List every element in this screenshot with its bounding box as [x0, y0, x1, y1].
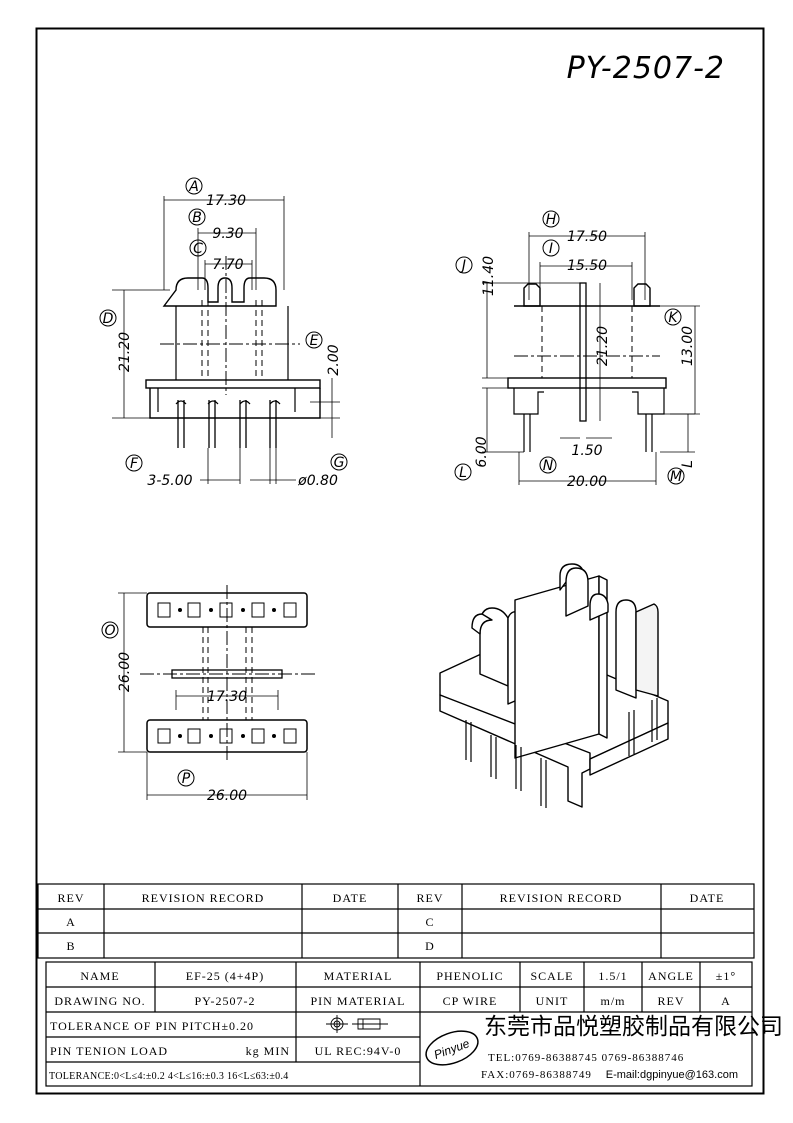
title-block — [45, 961, 753, 1087]
general-tolerance: TOLERANCE:0<L≤4:±0.2 4<L≤16:±0.3 16<L≤63… — [49, 1071, 289, 1082]
dim-1-50: 1.50 — [571, 443, 602, 459]
dim-7-70: 7.70 — [212, 257, 243, 273]
rev-d: D — [425, 939, 435, 953]
front-view-labels: A 17.30 B 9.30 C 7.70 D 21.20 E 2.00 F 3… — [99, 177, 348, 489]
label-H: H — [546, 212, 557, 228]
angle-label: ANGLE — [648, 969, 694, 983]
rev-header: REV — [58, 891, 85, 905]
dim-9-30: 9.30 — [212, 226, 243, 242]
dim-15-50: 15.50 — [567, 258, 607, 274]
label-D: D — [103, 311, 114, 327]
company-name: 东莞市品悦塑胶制品有限公司 — [484, 1014, 783, 1040]
label-G: G — [334, 455, 345, 471]
dim-17-30: 17.30 — [206, 193, 246, 209]
label-C: C — [193, 241, 203, 257]
sheet-border — [35, 27, 765, 1095]
label-B: B — [192, 210, 202, 226]
rev-a: A — [66, 915, 76, 929]
name-label: NAME — [80, 969, 119, 983]
revision-record-header: REVISION RECORD — [142, 891, 265, 905]
dim-3-5-00: 3-5.00 — [147, 473, 192, 489]
label-K: K — [668, 310, 679, 326]
dim-11-40: 11.40 — [481, 256, 497, 296]
dim-21-20: 21.20 — [117, 332, 133, 372]
drawing-title: PY-2507-2 — [567, 51, 725, 86]
dim-6-00: 6.00 — [474, 436, 490, 467]
label-M: M — [670, 469, 682, 485]
dim-17-30-bottom: 17.30 — [207, 689, 247, 705]
company-logo: Pinyue — [425, 1030, 479, 1066]
label-N: N — [543, 458, 554, 474]
company-fax: FAX:0769-86388749 — [481, 1069, 592, 1081]
scale-label: SCALE — [530, 969, 573, 983]
pin-material-label: PIN MATERIAL — [311, 994, 406, 1008]
date-header: DATE — [333, 891, 368, 905]
dim-20-00: 20.00 — [567, 474, 607, 490]
isometric-view — [439, 563, 669, 808]
drawing-no-value: PY-2507-2 — [194, 994, 255, 1008]
dim-21-20-side: 21.20 — [595, 326, 611, 366]
bottom-view — [118, 585, 315, 800]
label-O: O — [104, 623, 115, 639]
label-J: J — [459, 258, 466, 274]
dim-pin-dia: ø0.80 — [297, 473, 338, 489]
unit-value: m/m — [600, 994, 625, 1008]
rev-header-2: REV — [417, 891, 444, 905]
drawing-no-label: DRAWING NO. — [54, 994, 145, 1008]
side-view — [482, 232, 700, 485]
name-value: EF-25 (4+4P) — [186, 969, 264, 983]
dim-13-00: 13.00 — [680, 326, 696, 366]
label-F: F — [130, 456, 139, 472]
pin-tension-value: kg MIN — [246, 1044, 290, 1058]
dim-17-50: 17.50 — [567, 229, 607, 245]
pin-tension-label: PIN TENION LOAD — [50, 1044, 168, 1058]
dim-26-00-vert: 26.00 — [117, 652, 133, 692]
company-tel: TEL:0769-86388745 0769-86388746 — [488, 1052, 684, 1064]
label-L: L — [459, 465, 467, 481]
rev-c: C — [425, 915, 434, 929]
revision-table — [37, 883, 755, 959]
material-label: MATERIAL — [324, 969, 393, 983]
rev-label: REV — [658, 994, 685, 1008]
dim-L: L — [680, 460, 696, 468]
dim-26-00-horiz: 26.00 — [207, 788, 247, 804]
revision-table-text: REV REVISION RECORD DATE REV REVISION RE… — [58, 891, 725, 953]
unit-label: UNIT — [536, 994, 569, 1008]
material-value: PHENOLIC — [436, 969, 503, 983]
title-block-text: NAME EF-25 (4+4P) MATERIAL PHENOLIC SCAL… — [49, 969, 783, 1082]
tolerance-pin-pitch: TOLERANCE OF PIN PITCH±0.20 — [50, 1019, 254, 1033]
rev-b: B — [66, 939, 75, 953]
label-E: E — [310, 333, 319, 349]
label-P: P — [182, 771, 191, 787]
dim-2-00: 2.00 — [326, 344, 342, 375]
front-view — [112, 196, 340, 484]
label-I: I — [549, 241, 553, 257]
projection-symbol-icon — [326, 1015, 388, 1033]
bottom-view-labels: O 26.00 17.30 P 26.00 — [101, 621, 247, 804]
company-email: E-mail:dgpinyue@163.com — [606, 1069, 738, 1081]
rev-value: A — [721, 994, 731, 1008]
scale-value: 1.5/1 — [598, 969, 627, 983]
ul-rec: UL REC:94V-0 — [315, 1044, 402, 1058]
date-header-2: DATE — [690, 891, 725, 905]
side-view-labels: H 17.50 I 15.50 J 11.40 21.20 K 13.00 1.… — [454, 210, 696, 490]
label-A: A — [188, 179, 199, 195]
angle-value: ±1° — [716, 969, 736, 983]
revision-record-header-2: REVISION RECORD — [500, 891, 623, 905]
pin-material-value: CP WIRE — [443, 994, 498, 1008]
